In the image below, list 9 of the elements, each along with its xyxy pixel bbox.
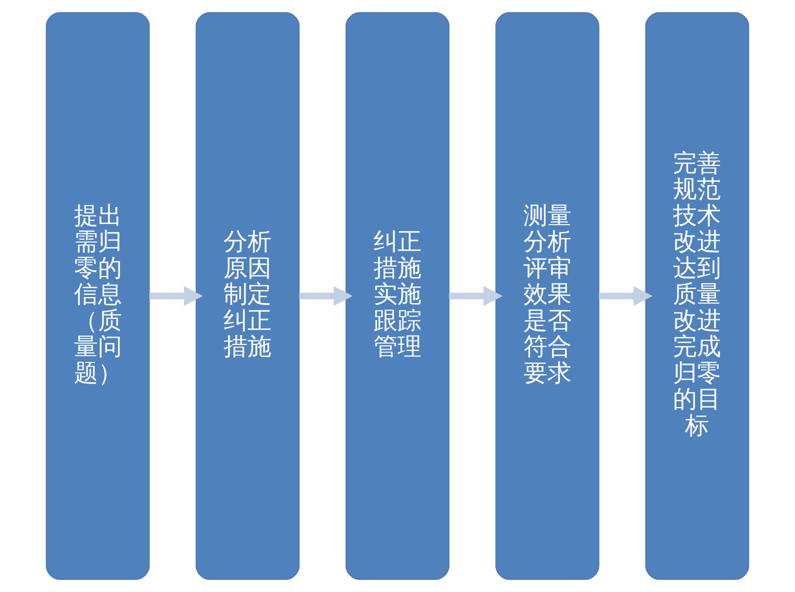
arrow — [149, 286, 203, 306]
node-box: 完善规范技术改进达到质量改进完成归零的目标 — [645, 12, 750, 580]
node-box: 测量分析评审效果是否符合要求 — [495, 12, 600, 580]
node-box: 纠正措施实施跟踪管理 — [346, 12, 450, 580]
node-box: 分析原因制定纠正措施 — [196, 12, 300, 580]
arrow — [449, 286, 503, 306]
node-box: 提出需归零的信息（质量问题） — [46, 12, 150, 580]
arrow — [598, 286, 652, 306]
arrow — [299, 286, 353, 306]
